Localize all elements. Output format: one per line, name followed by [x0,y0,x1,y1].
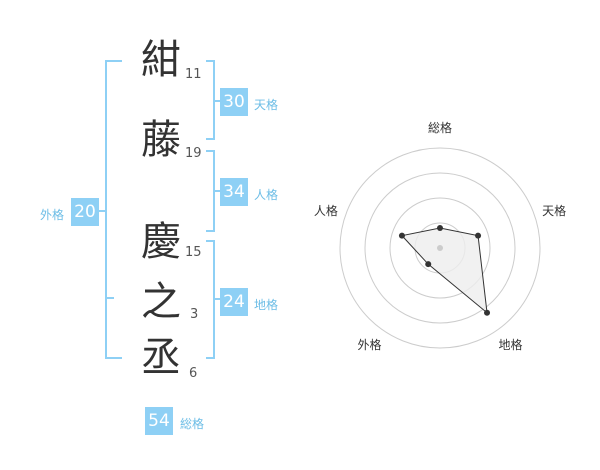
gaikaku-label: 外格 [40,208,65,222]
radar-ring [364,172,516,324]
radar-ring [339,147,541,349]
gaikaku-bracket [105,60,122,359]
jinkaku-value-badge: 34 [220,178,248,206]
soukaku-value-badge: 54 [145,407,173,435]
radar-axis-label: 人格 [314,203,338,218]
stroke-count: 3 [190,307,199,322]
soukaku-label: 総格 [180,417,205,431]
name-character: 丞 [141,335,181,381]
radar-polygon [400,227,488,314]
tenkaku-label: 天格 [254,98,279,112]
radar-point [484,309,491,316]
radar-point [437,225,443,231]
radar-point [475,232,482,239]
radar-axis-label: 総格 [428,120,452,135]
jinkaku-label: 人格 [254,188,279,202]
radar-ring [389,197,491,299]
radar-axis-label: 地格 [499,337,523,352]
name-character: 之 [141,279,181,325]
chikaku-label: 地格 [254,298,279,312]
tenkaku-value-badge: 30 [220,88,248,116]
stroke-count: 11 [185,67,202,82]
name-character: 慶 [141,219,181,265]
stroke-count: 19 [185,146,202,161]
radar-point [425,261,432,268]
stroke-count: 6 [189,366,198,381]
chikaku-value-badge: 24 [220,288,248,316]
radar-center-dot [437,245,443,251]
radar-axis-label: 外格 [357,337,381,352]
name-character: 藤 [141,117,181,163]
radar-axis-label: 天格 [542,203,566,218]
radar-point [398,232,405,239]
gaikaku-value-badge: 20 [71,198,99,226]
name-character: 紺 [141,37,181,83]
stroke-count: 15 [185,245,202,260]
